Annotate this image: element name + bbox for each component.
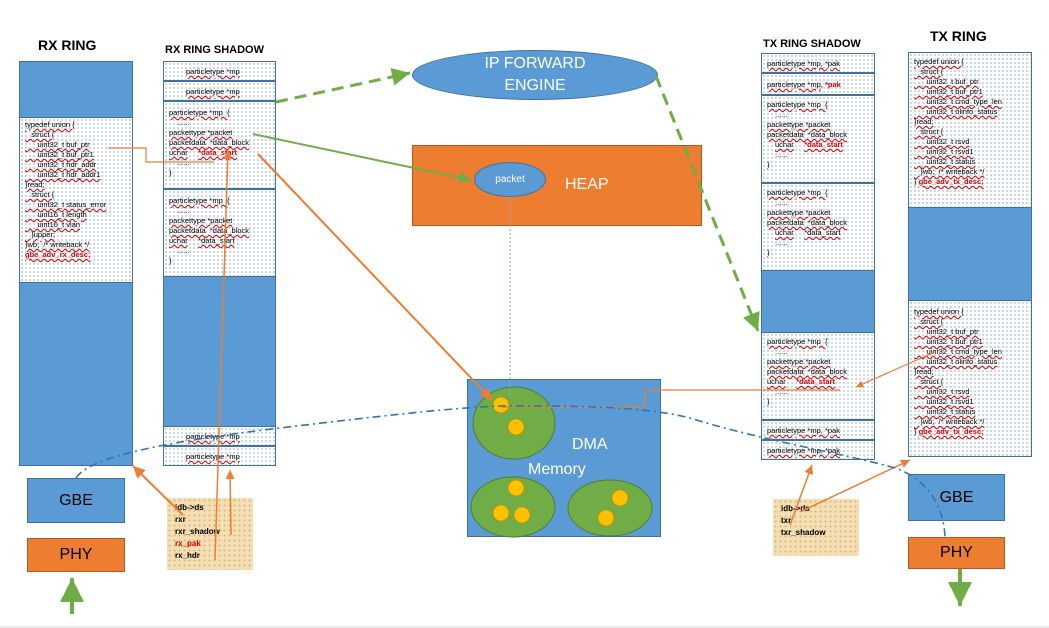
tx-shadow-entry: particletype *mp, *pak	[761, 73, 875, 95]
tx-shadow-entry-expanded: particletype *mp { ...... packettype *pa…	[761, 332, 875, 420]
tx-desc-name: gbe_adv_tx_desc;	[918, 427, 984, 436]
rx-idb-box: idb->ds rxr rxr_shadow rx_pak rx_hdr	[167, 498, 253, 570]
heap	[412, 145, 702, 226]
rx-ring-shadow-title: RX RING SHADOW	[165, 44, 264, 56]
packet-buffer	[492, 504, 510, 522]
tx-descriptor: typedef union { struct { uint32_t buf_pt…	[908, 52, 1032, 208]
tx-descriptor: typedef union { struct { uint32_t buf_pt…	[908, 300, 1032, 457]
tx-shadow-entry: particletype *mp, *pak	[761, 53, 875, 73]
memory-label: Memory	[528, 461, 586, 478]
rx-shadow-entry: particletype *mp	[163, 61, 276, 81]
tx-ring-title: TX RING	[930, 28, 987, 44]
packet-buffer	[611, 489, 629, 507]
rxr-shadow-arrow	[225, 469, 235, 536]
packet-buffer	[507, 418, 525, 436]
rx-descriptor: typedef union { struct { uint32_t buf_pt…	[19, 117, 133, 283]
rx-shadow-entry-expanded: particletype *mp { ...... packettype *pa…	[163, 189, 276, 277]
packet-path-curve	[75, 405, 946, 541]
tx-ring-shadow-title: TX RING SHADOW	[763, 38, 861, 50]
txr-shadow-arrow	[789, 464, 814, 526]
dma-to-tx-link	[502, 389, 840, 408]
txr-arrow	[799, 459, 911, 513]
gbe-tx: GBE	[908, 474, 1005, 521]
tx-shadow-entry-expanded: particletype *mp { ...... packettype *pa…	[761, 95, 875, 183]
tx-idb-box: idb->ds txr txr_shadow	[773, 499, 859, 556]
dma-label: DMA	[572, 436, 608, 453]
dma-buffer-pool	[470, 476, 556, 538]
packet-buffer	[492, 396, 510, 414]
phy-rx: PHY	[27, 538, 125, 572]
buf-ptr-link	[108, 147, 214, 163]
ip-forward-engine: IP FORWARD ENGINE	[412, 50, 658, 100]
packet-pointer-arrow	[252, 133, 472, 184]
rx-shadow-entry: particletype *mp	[163, 446, 276, 466]
heap-label: HEAP	[565, 176, 609, 193]
rx-ring-title: RX RING	[38, 37, 97, 53]
dma-buffer-pool	[567, 479, 653, 537]
rx-pak-arrow	[214, 149, 233, 561]
engine-to-tx-arrow	[654, 75, 760, 332]
rx-shadow-entry: particletype *mp	[163, 81, 276, 101]
packet-node: packet	[474, 162, 546, 197]
rxr-arrow	[132, 465, 184, 516]
phy-tx: PHY	[908, 537, 1005, 569]
packet-buffer	[507, 479, 525, 497]
rx-shadow-entry-expanded: particletype *mp { ...... packettype *pa…	[163, 101, 276, 189]
tx-shadow-entry-expanded: particletype *mp { ...... packettype *pa…	[761, 183, 875, 271]
gbe-rx: GBE	[27, 478, 125, 523]
data-start-to-dma-arrow	[257, 153, 493, 401]
rx-desc-name: gbe_adv_rx_desc;	[25, 250, 91, 259]
tx-shadow-entry: particletype *mp, *pak	[761, 420, 875, 440]
packet-buffer	[513, 506, 531, 524]
rx-to-engine-arrow	[275, 68, 411, 104]
tx-desc-name: gbe_adv_tx_desc;	[918, 177, 984, 186]
packet-buffer	[597, 509, 615, 527]
tx-buf-ptr-link	[855, 351, 936, 388]
